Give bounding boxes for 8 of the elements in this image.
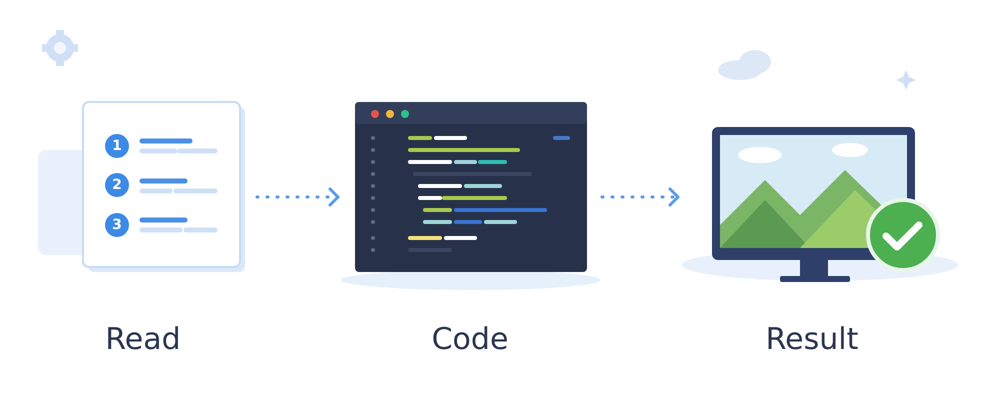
step-label: Read [105,322,181,357]
list-number: 2 [111,176,123,195]
list-number: 1 [111,137,123,156]
step-label: Result [766,322,858,357]
dotted-arrow [600,188,680,206]
dotted-arrow [256,188,340,206]
step-label: Code [432,322,508,357]
list-number: 3 [111,216,123,235]
